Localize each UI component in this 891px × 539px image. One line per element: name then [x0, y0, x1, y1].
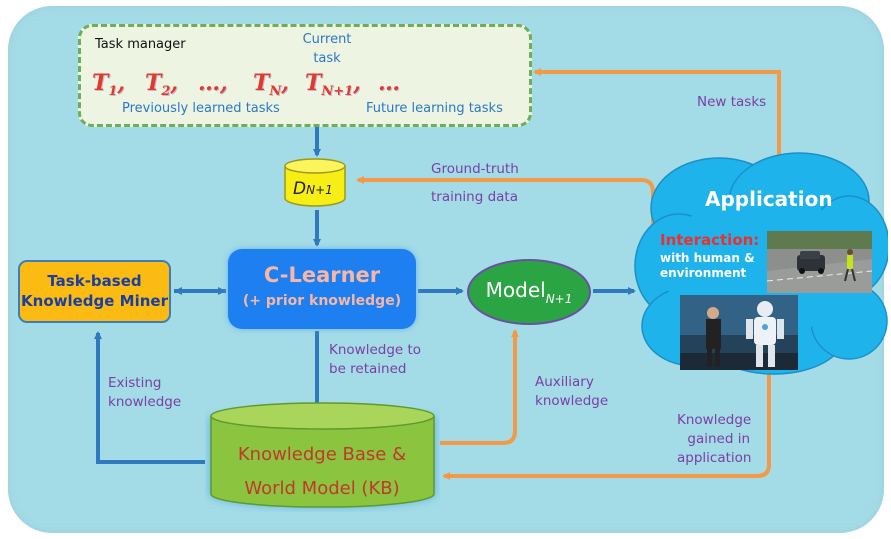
existing-knowledge-line-1: Existing [108, 375, 162, 391]
c-learner-box: C-Learner (+ prior knowledge) [228, 249, 416, 329]
auxiliary-knowledge-line-1: Auxiliary [535, 374, 594, 390]
knowledge-gained-line-3: application [677, 450, 752, 466]
data-node-cylinder [284, 158, 346, 207]
kb-line-1: Knowledge Base & [237, 444, 407, 465]
task-t1: T1, [92, 70, 126, 99]
knowledge-base-cylinder [209, 402, 436, 509]
model-node: ModelN+1 [467, 259, 591, 325]
task-t2: T2, [145, 70, 179, 99]
arrow-application-to-task-manager [533, 68, 781, 160]
road-scene-photo [767, 231, 872, 293]
task-tn-plus-1: TN+1, [305, 70, 361, 99]
data-node-label: DN+1 [293, 179, 333, 199]
auxiliary-knowledge-line-2: knowledge [535, 393, 609, 409]
task-manager-title: Task manager [95, 37, 186, 52]
current-task-label: Current task [290, 30, 364, 68]
future-learning-label: Future learning tasks [366, 101, 503, 116]
arrow-kb-to-miner [94, 331, 205, 464]
knowledge-gained-label: Knowledge gained in application [677, 411, 752, 468]
interaction-label: Interaction: [660, 231, 760, 249]
robot-stage-photo [680, 295, 798, 370]
interaction-detail: with human & environment [660, 251, 755, 281]
miner-line-2: Knowledge Miner [21, 292, 168, 310]
interaction-detail-line-1: with human & [660, 251, 755, 265]
c-learner-title: C-Learner [263, 263, 381, 287]
interaction-detail-line-2: environment [660, 266, 747, 280]
arrow-application-to-kb [442, 370, 771, 480]
task-ellipsis-2: … [378, 70, 400, 96]
current-task-line-1: Current [302, 32, 352, 47]
task-manager-box [78, 24, 532, 127]
model-label: ModelN+1 [485, 278, 573, 306]
auxiliary-knowledge-label: Auxiliary knowledge [535, 373, 608, 411]
arrow-application-to-data [356, 176, 655, 232]
kb-label: Knowledge Base & World Model (KB) [213, 438, 431, 506]
task-tn: TN, [253, 70, 289, 99]
knowledge-miner-box: Task-based Knowledge Miner [18, 260, 171, 323]
existing-knowledge-label: Existing knowledge [108, 374, 181, 412]
application-title: Application [705, 187, 833, 211]
kb-line-2: World Model (KB) [244, 478, 400, 499]
ground-truth-label: Ground-truth training data [431, 155, 519, 211]
knowledge-retained-line-2: be retained [329, 361, 407, 377]
ground-truth-line-2: training data [431, 189, 518, 205]
knowledge-retained-line-1: Knowledge to [329, 342, 422, 358]
new-tasks-label: New tasks [697, 94, 767, 110]
knowledge-retained-label: Knowledge to be retained [329, 341, 421, 379]
existing-knowledge-line-2: knowledge [108, 394, 182, 410]
task-ellipsis-1: …, [198, 70, 228, 96]
miner-line-1: Task-based [47, 272, 142, 290]
knowledge-gained-line-1: Knowledge [677, 412, 752, 428]
current-task-line-2: task [313, 51, 341, 66]
c-learner-subtitle: (+ prior knowledge) [242, 293, 402, 309]
knowledge-gained-line-2: gained in [687, 431, 750, 447]
previously-learned-label: Previously learned tasks [122, 101, 280, 116]
arrow-kb-to-model [440, 329, 519, 445]
ground-truth-line-1: Ground-truth [431, 161, 519, 177]
